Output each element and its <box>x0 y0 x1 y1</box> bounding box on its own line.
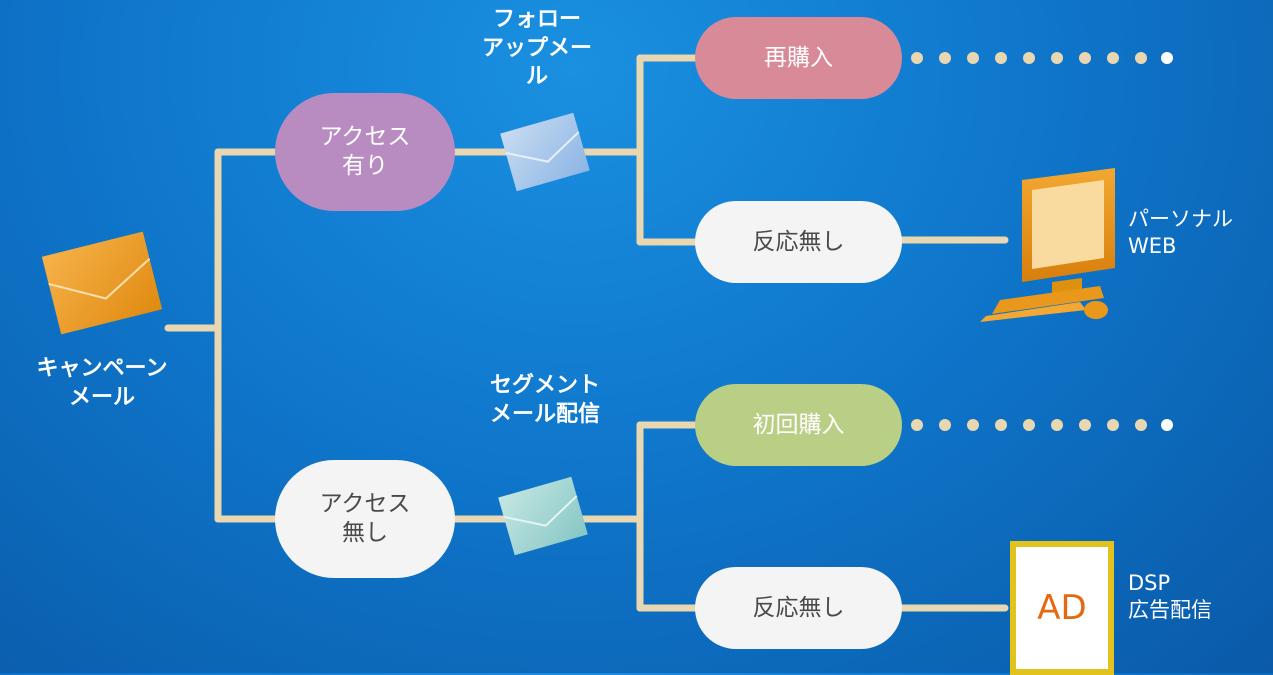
node-no-response-bottom: 反応無し <box>695 567 902 649</box>
segment-envelope-icon <box>498 476 588 556</box>
node-access-no: アクセス 無し <box>275 460 455 578</box>
node-no-response-top-label: 反応無し <box>752 228 845 255</box>
dsp-ad-label: DSP 広告配信 <box>1128 571 1212 623</box>
computer-icon <box>980 168 1115 322</box>
envelope-icon <box>41 231 163 335</box>
dotted-line-bottom <box>911 419 1173 431</box>
node-repurchase: 再購入 <box>695 17 902 99</box>
node-first-purchase: 初回購入 <box>695 384 902 466</box>
ad-banner-icon: AD <box>1010 541 1114 675</box>
node-first-purchase-label: 初回購入 <box>752 411 845 438</box>
personal-web-label: パーソナル WEB <box>1128 207 1233 259</box>
root-label: キャンペーン メール <box>36 356 168 410</box>
ad-banner-text: AD <box>1037 588 1087 628</box>
dotted-line-top <box>911 52 1173 64</box>
node-no-response-top: 反応無し <box>695 201 902 283</box>
followup-envelope-icon <box>500 112 590 192</box>
followup-mail-label: フォロー アップメー ル <box>481 7 592 90</box>
node-access-yes: アクセス 有り <box>275 93 455 211</box>
node-no-response-bottom-label: 反応無し <box>752 594 845 621</box>
node-repurchase-label: 再購入 <box>764 44 833 71</box>
node-access-yes-label: アクセス 有り <box>319 124 411 179</box>
node-access-no-label: アクセス 無し <box>319 491 411 546</box>
segment-mail-label: セグメント メール配信 <box>489 373 600 427</box>
